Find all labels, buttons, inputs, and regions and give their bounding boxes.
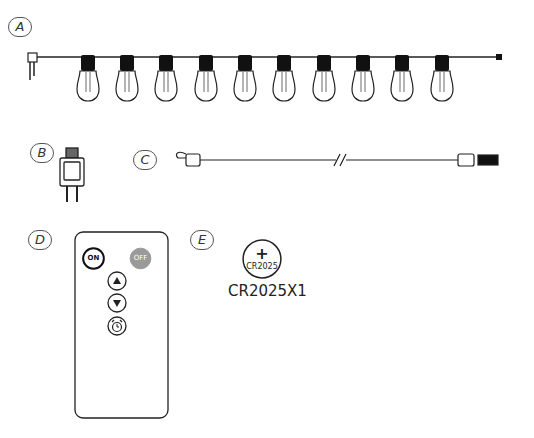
quantity-label: CR2025X1 [228,282,307,300]
off-button: OFF [129,247,152,270]
callout-letter-text: B [38,146,47,160]
remote-control [75,232,168,418]
callout-letter-text: A [16,20,25,34]
button-label: ON [88,255,100,262]
callout-letter: B [30,143,54,163]
on-button: ON [82,247,105,270]
polarity-sign: + [255,246,268,263]
string-light [28,53,502,101]
power-adapter [60,148,84,202]
callout-letter: E [190,230,214,250]
battery-type: CR2025 [246,263,278,271]
extension-cable [176,152,498,166]
button-label: OFF [134,255,148,262]
callout-letter-text: E [198,233,206,247]
callout-letter: A [8,17,32,37]
callout-letter-text: D [35,233,45,247]
coin-battery: +CR2025 [241,238,283,280]
callout-letter: D [28,230,52,250]
callout-letter-text: C [140,153,149,167]
callout-letter: C [133,150,157,170]
